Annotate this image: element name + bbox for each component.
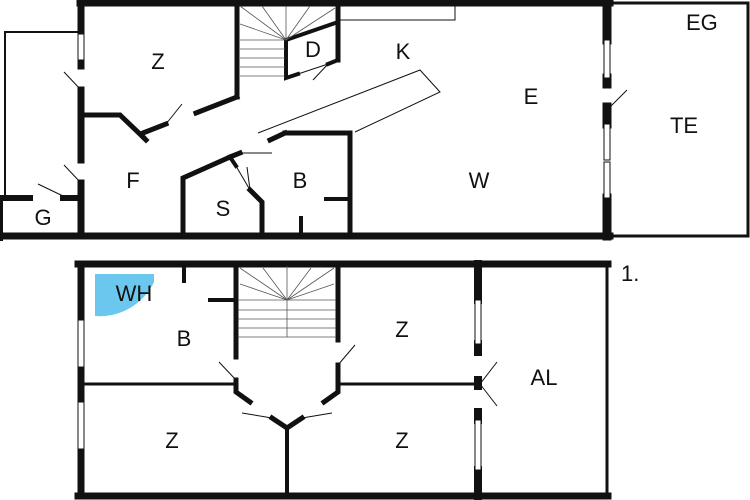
room-label-z: Z — [151, 49, 165, 74]
first-floor-stairs — [238, 266, 336, 338]
room-label-al: AL — [530, 365, 558, 390]
ground-floor-walls — [0, 0, 750, 241]
room-label-d: D — [305, 37, 321, 62]
ground-floor-doors — [37, 63, 628, 197]
room-label-b-upper: B — [176, 326, 192, 351]
room-label-f: F — [126, 168, 140, 193]
room-label-te: TE — [669, 113, 699, 138]
room-label-e: E — [523, 84, 539, 109]
room-label-z-lower-left: Z — [165, 428, 179, 453]
ground-floor-stairs — [239, 5, 336, 77]
floor-label-eg: EG — [686, 10, 718, 35]
wh-highlight — [95, 274, 154, 317]
room-label-s: S — [215, 196, 231, 221]
room-label-z-lower-right: Z — [395, 428, 409, 453]
room-label-g: G — [34, 205, 52, 230]
room-label-w: W — [468, 168, 490, 193]
room-label-k: K — [395, 39, 411, 64]
room-label-b: B — [292, 168, 308, 193]
first-floor-doors — [218, 344, 498, 419]
floor-label-1: 1. — [621, 261, 640, 286]
room-label-z-upper-right: Z — [395, 317, 409, 342]
first-floor-walls — [74, 260, 612, 500]
room-label-wh: WH — [115, 281, 153, 306]
